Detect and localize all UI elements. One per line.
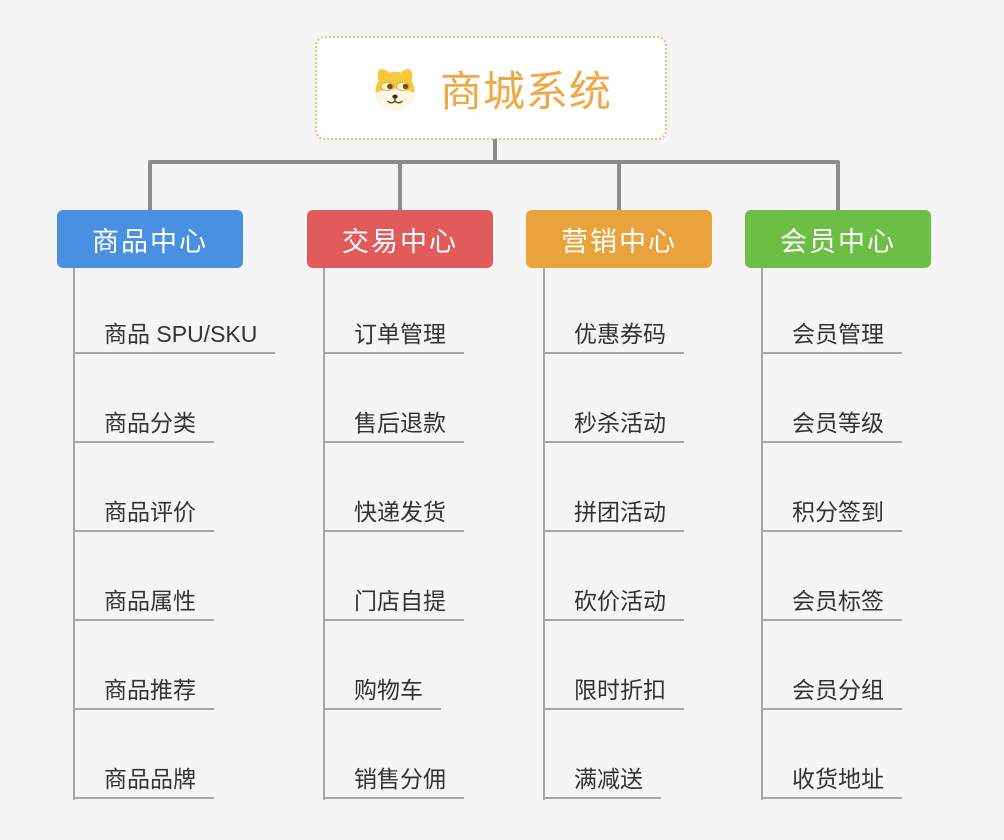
branch-trunk-line <box>761 268 763 800</box>
child-node[interactable]: 会员标签 <box>761 585 902 621</box>
child-node[interactable]: 商品属性 <box>73 585 214 621</box>
child-node[interactable]: 商品推荐 <box>73 674 214 710</box>
child-node[interactable]: 订单管理 <box>323 318 464 354</box>
connector-bus <box>148 160 840 164</box>
child-node[interactable]: 拼团活动 <box>543 496 684 532</box>
child-node[interactable]: 门店自提 <box>323 585 464 621</box>
root-node[interactable]: 商城系统 <box>315 36 667 140</box>
branch-children-group: 优惠券码 秒杀活动 拼团活动 砍价活动 限时折扣 满减送 <box>543 268 803 801</box>
child-node[interactable]: 会员管理 <box>761 318 902 354</box>
connector-root-trunk <box>493 139 497 162</box>
child-node[interactable]: 优惠券码 <box>543 318 684 354</box>
child-node[interactable]: 商品品牌 <box>73 763 214 799</box>
child-node[interactable]: 快递发货 <box>323 496 464 532</box>
child-node[interactable]: 商品评价 <box>73 496 214 532</box>
branch-node-products[interactable]: 商品中心 <box>57 210 243 268</box>
child-node[interactable]: 会员分组 <box>761 674 902 710</box>
branch-trunk-line <box>543 268 545 800</box>
connector-drop <box>148 162 152 210</box>
child-node[interactable]: 商品 SPU/SKU <box>73 318 276 354</box>
child-node[interactable]: 秒杀活动 <box>543 407 684 443</box>
child-node[interactable]: 销售分佣 <box>323 763 464 799</box>
branch-children-group: 商品 SPU/SKU 商品分类 商品评价 商品属性 商品推荐 商品品牌 <box>73 268 333 801</box>
branch-node-trade[interactable]: 交易中心 <box>307 210 493 268</box>
connector-drop <box>398 162 402 210</box>
child-node[interactable]: 积分签到 <box>761 496 902 532</box>
child-node[interactable]: 会员等级 <box>761 407 902 443</box>
branch-children-group: 订单管理 售后退款 快递发货 门店自提 购物车 销售分佣 <box>323 268 583 801</box>
child-node[interactable]: 满减送 <box>543 763 661 799</box>
dog-face-icon <box>375 69 415 111</box>
root-node-title: 商城系统 <box>439 67 612 115</box>
branch-node-marketing[interactable]: 营销中心 <box>526 210 712 268</box>
branch-trunk-line <box>323 268 325 800</box>
child-node[interactable]: 购物车 <box>323 674 441 710</box>
child-node[interactable]: 砍价活动 <box>543 585 684 621</box>
child-node[interactable]: 售后退款 <box>323 407 464 443</box>
branch-trunk-line <box>73 268 75 800</box>
branch-children-group: 会员管理 会员等级 积分签到 会员标签 会员分组 收货地址 <box>761 268 1004 801</box>
connector-drop <box>836 162 840 210</box>
child-node[interactable]: 收货地址 <box>761 763 902 799</box>
branch-node-members[interactable]: 会员中心 <box>745 210 931 268</box>
child-node[interactable]: 限时折扣 <box>543 674 684 710</box>
child-node[interactable]: 商品分类 <box>73 407 214 443</box>
connector-drop <box>617 162 621 210</box>
